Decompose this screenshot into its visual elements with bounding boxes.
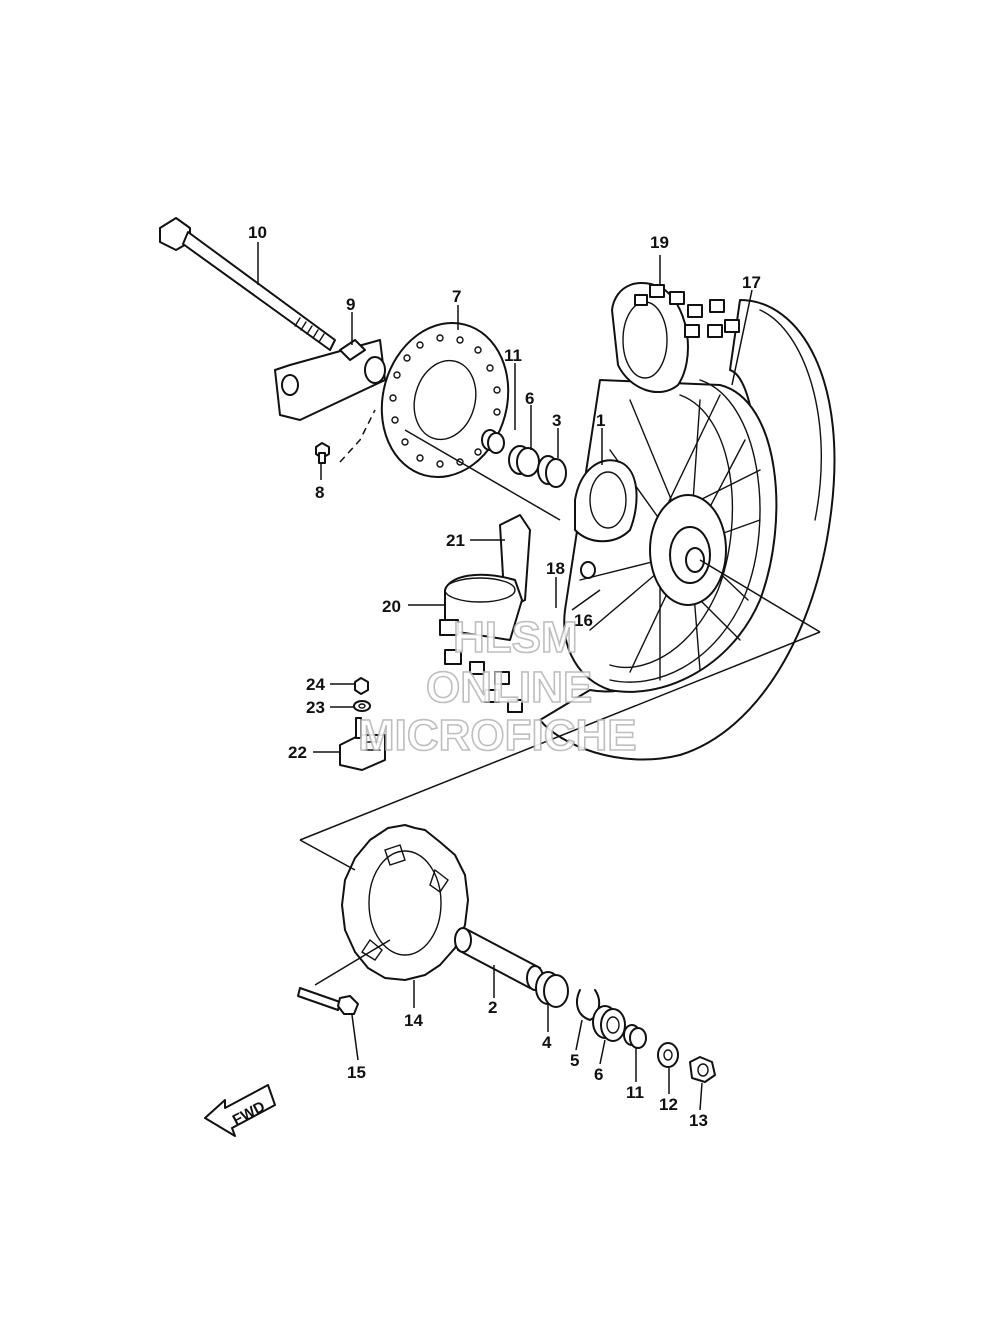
callout-19: 19 xyxy=(650,233,669,252)
axle-nut-part-13[interactable] xyxy=(689,1056,716,1083)
fwd-arrow-icon: FWD xyxy=(204,1084,276,1137)
callout-12: 12 xyxy=(659,1095,678,1114)
watermark-line-1: HLSM xyxy=(453,613,578,662)
callout-10: 10 xyxy=(248,223,267,242)
watermark-line-2: ONLINE xyxy=(426,663,592,712)
callout-1: 1 xyxy=(596,411,605,430)
bearing-part-6-upper[interactable] xyxy=(508,445,540,477)
callout-20: 20 xyxy=(382,597,401,616)
collar-part-11-lower[interactable] xyxy=(623,1024,647,1049)
washer-part-12[interactable] xyxy=(657,1042,679,1068)
brake-disc-part-7[interactable] xyxy=(365,309,525,492)
callout-7: 7 xyxy=(452,287,461,306)
collar-part-11-upper[interactable] xyxy=(481,429,505,454)
chain-adjuster-part-9[interactable] xyxy=(274,339,386,421)
callout-2: 2 xyxy=(488,998,497,1017)
callout-9: 9 xyxy=(346,295,355,314)
spacer-tube-part-2[interactable] xyxy=(454,927,544,991)
callout-5: 5 xyxy=(570,1051,579,1070)
callout-6-lower: 6 xyxy=(594,1065,603,1084)
rim-lock-part-22[interactable] xyxy=(339,717,386,771)
callout-17: 17 xyxy=(742,273,761,292)
bolt-part-8[interactable] xyxy=(315,442,330,464)
callout-3: 3 xyxy=(552,411,561,430)
callout-16: 16 xyxy=(574,611,593,630)
washer-part-23[interactable] xyxy=(353,700,371,712)
sprocket-bolt-part-15[interactable] xyxy=(297,987,359,1015)
callout-14: 14 xyxy=(404,1011,423,1030)
callout-4: 4 xyxy=(542,1033,552,1052)
watermark: HLSM ONLINE MICROFICHE xyxy=(357,612,637,761)
callout-22: 22 xyxy=(288,743,307,762)
callout-23: 23 xyxy=(306,698,325,717)
hub-flange-part-1[interactable] xyxy=(574,459,638,543)
axle-part-10[interactable] xyxy=(159,217,336,351)
rear-sprocket-part-14[interactable] xyxy=(341,824,469,981)
brake-disc-holes xyxy=(389,334,501,468)
bearing-part-4[interactable] xyxy=(535,971,569,1008)
callout-11-upper: 11 xyxy=(504,346,522,365)
callout-8: 8 xyxy=(315,483,324,502)
callout-15: 15 xyxy=(347,1063,366,1082)
bearing-part-6-lower[interactable] xyxy=(592,1005,626,1042)
callout-18: 18 xyxy=(546,559,565,578)
circlip-part-5[interactable] xyxy=(576,989,601,1021)
spacer-part-3[interactable] xyxy=(537,455,567,488)
wheel-hub-part-16[interactable] xyxy=(649,494,727,606)
spoke-nipple-part-18[interactable] xyxy=(580,561,596,579)
tube-part-20[interactable] xyxy=(439,573,523,713)
callout-leaders xyxy=(257,242,753,1111)
callout-labels: 1 2 3 4 5 6 6 7 8 9 10 11 11 12 13 14 15… xyxy=(248,223,761,1130)
watermark-line-3: MICROFICHE xyxy=(358,711,637,760)
nut-part-24[interactable] xyxy=(354,677,369,695)
callout-11-lower: 11 xyxy=(626,1083,644,1102)
callout-6-upper: 6 xyxy=(525,389,534,408)
callout-21: 21 xyxy=(446,531,465,550)
callout-13: 13 xyxy=(689,1111,708,1130)
tire-tread-part-19[interactable] xyxy=(611,281,740,394)
assembly-lines xyxy=(299,409,821,986)
callout-24: 24 xyxy=(306,675,325,694)
